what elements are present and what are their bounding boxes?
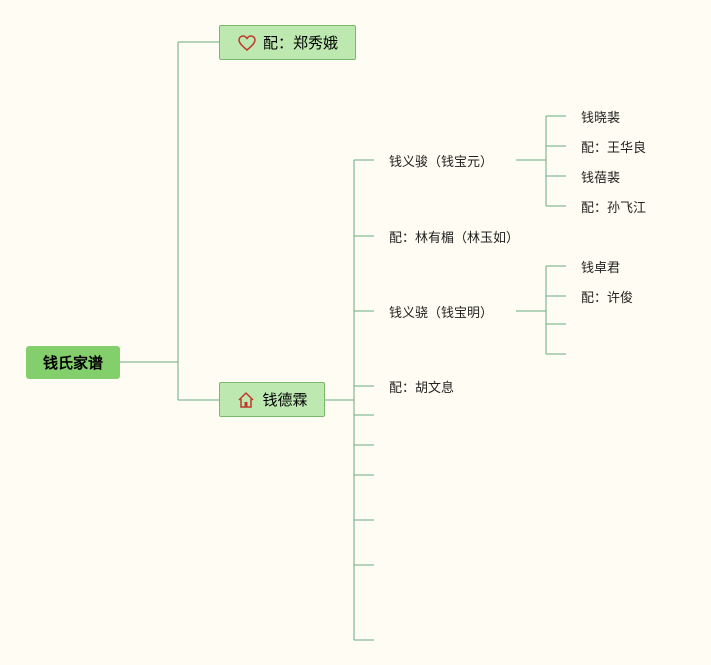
heart-icon (237, 33, 257, 53)
house-icon (236, 390, 256, 410)
gen3a-label-4: 配：孙飞江 (581, 200, 647, 216)
head-node[interactable]: 钱德霖 (219, 382, 325, 417)
spouse-label: 配：郑秀娥 (262, 34, 338, 52)
gen3b-label-2: 配：许俊 (581, 290, 634, 306)
gen2-node-1[interactable]: 钱义骏（钱宝元） (389, 150, 493, 170)
root-node[interactable]: 钱氏家谱 (26, 346, 120, 379)
gen2-node-2[interactable]: 配：林有楣（林玉如） (389, 226, 519, 246)
gen2-label-2: 配：林有楣（林玉如） (389, 230, 520, 246)
gen3a-label-1: 钱晓裴 (581, 110, 621, 126)
connector-gen3-b (516, 265, 566, 355)
connector-root (120, 41, 219, 401)
spouse-node[interactable]: 配：郑秀娥 (219, 25, 356, 60)
connector-gen3-a (516, 115, 566, 207)
gen3a-node-2[interactable]: 配：王华良 (581, 136, 646, 156)
gen2-label-4: 配：胡文息 (389, 380, 455, 396)
gen3b-node-2[interactable]: 配：许俊 (581, 286, 633, 306)
connector-gen2-branches (354, 159, 374, 641)
gen3a-label-3: 钱蓓裴 (581, 170, 621, 186)
head-label: 钱德霖 (262, 391, 308, 409)
gen3b-label-1: 钱卓君 (581, 260, 621, 276)
gen2-node-3[interactable]: 钱义骁（钱宝明） (389, 301, 493, 321)
gen3a-node-1[interactable]: 钱晓裴 (581, 106, 620, 126)
gen3a-node-3[interactable]: 钱蓓裴 (581, 166, 620, 186)
gen2-label-3: 钱义骁（钱宝明） (389, 305, 494, 321)
gen2-label-1: 钱义骏（钱宝元） (389, 154, 494, 170)
gen3a-node-4[interactable]: 配：孙飞江 (581, 196, 646, 216)
gen3b-node-1[interactable]: 钱卓君 (581, 256, 620, 276)
root-label: 钱氏家谱 (42, 354, 103, 372)
gen3a-label-2: 配：王华良 (581, 140, 647, 156)
gen2-node-4[interactable]: 配：胡文息 (389, 376, 454, 396)
